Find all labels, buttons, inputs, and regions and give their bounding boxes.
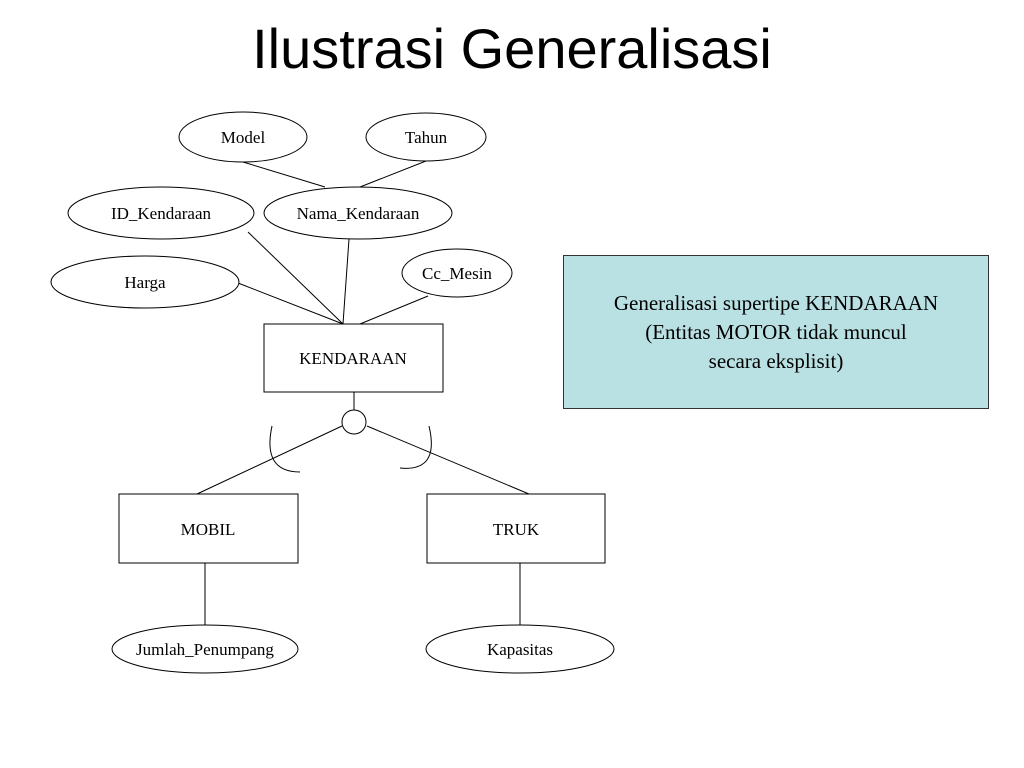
attr-kapasitas-ellipse: [425, 624, 615, 674]
attr-jumlah-penumpang-label: Jumlah_Penumpang: [136, 640, 274, 659]
attr-nama-kendaraan-label: Nama_Kendaraan: [297, 204, 420, 223]
attr-nama-kendaraan-ellipse: [263, 186, 453, 240]
entity-mobil-label: MOBIL: [181, 520, 236, 539]
attr-cc-mesin-label: Cc_Mesin: [422, 264, 492, 283]
slide-title: Ilustrasi Generalisasi: [252, 17, 772, 80]
connector-model-nama: [242, 161, 326, 188]
note-box: Generalisasi supertipe KENDARAAN (Entita…: [563, 255, 989, 409]
connector-cc-mesin: [359, 295, 429, 325]
entity-mobil-box: [118, 493, 299, 564]
subset-arc-right: [399, 425, 432, 469]
entity-kendaraan-label: KENDARAAN: [299, 349, 407, 368]
connector-id-kendaraan: [247, 231, 344, 325]
attr-harga-label: Harga: [124, 273, 166, 292]
generalization-circle: [341, 409, 367, 435]
attr-harga-ellipse: [50, 255, 240, 309]
attr-cc-mesin-ellipse: [401, 248, 513, 298]
attr-tahun-label: Tahun: [405, 128, 448, 147]
connector-harga: [237, 282, 344, 325]
attr-kapasitas-label: Kapasitas: [487, 640, 553, 659]
entity-kendaraan-box: [263, 323, 444, 393]
attr-id-kendaraan-ellipse: [67, 186, 255, 240]
connector-circle-truk: [366, 425, 530, 495]
subset-arc-left: [269, 425, 301, 473]
connector-circle-mobil: [196, 425, 343, 495]
note-line-1: Generalisasi supertipe KENDARAAN: [613, 291, 939, 315]
entity-truk-box: [426, 493, 606, 564]
connector-nama-kendaraan: [342, 238, 350, 325]
attr-jumlah-penumpang-ellipse: [111, 624, 299, 674]
connector-tahun-nama: [359, 160, 427, 188]
attr-id-kendaraan-label: ID_Kendaraan: [111, 204, 212, 223]
entity-truk-label: TRUK: [493, 520, 540, 539]
attr-model-ellipse: [178, 111, 308, 163]
note-line-2: (Entitas MOTOR tidak muncul: [645, 320, 907, 344]
attr-model-label: Model: [221, 128, 266, 147]
note-line-3: secara eksplisit): [708, 349, 844, 373]
attr-tahun-ellipse: [365, 112, 487, 162]
